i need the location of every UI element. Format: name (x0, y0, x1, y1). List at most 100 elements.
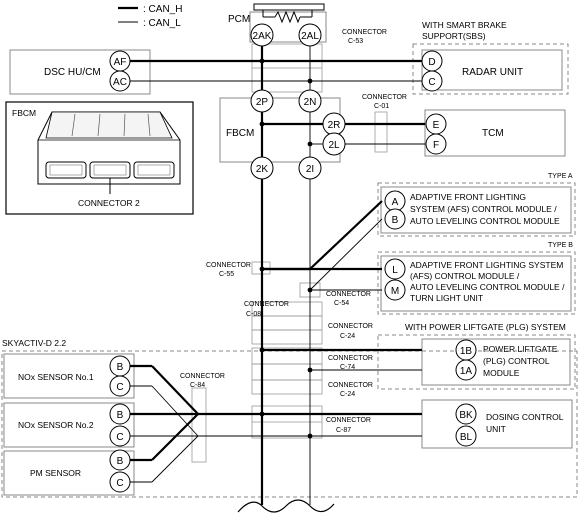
afs-a-line-3: AUTO LEVELING CONTROL MODULE (410, 216, 560, 226)
pin-pm-l: C (109, 471, 131, 493)
svg-text:E: E (433, 120, 440, 131)
svg-text:C: C (116, 432, 123, 443)
pin-dosing-l: BL (455, 425, 477, 447)
dosing-box (421, 399, 573, 449)
nox1-label: NOx SENSOR No.1 (18, 372, 94, 382)
plg-line-3: MODULE (483, 368, 520, 378)
sbs-label-2: SUPPORT(SBS) (422, 31, 486, 41)
pin-plg-l: 1A (455, 359, 477, 381)
svg-text:B: B (392, 215, 399, 226)
svg-text:D: D (428, 57, 435, 68)
c87-label-2: C-87 (336, 427, 351, 434)
svg-text:B: B (117, 456, 124, 467)
afs-b-line-2: (AFS) CONTROL MODULE / (410, 271, 520, 281)
c53-label-1: CONNECTOR (342, 29, 387, 36)
dosing-line-2: UNIT (486, 424, 506, 434)
svg-text:1A: 1A (460, 366, 473, 377)
pin-pcm-l: 2AL (298, 23, 322, 47)
fbcm-box (219, 97, 341, 163)
plg-line-2: (PLG) CONTROL (483, 356, 550, 366)
afs-b-line-3: AUTO LEVELING CONTROL MODULE / (410, 282, 565, 292)
svg-text:BK: BK (459, 410, 473, 421)
sbs-label-1: WITH SMART BRAKE (422, 20, 507, 30)
plg-group (377, 334, 576, 390)
legend-can-l: : CAN_L (143, 18, 181, 29)
fbcm-label: FBCM (226, 128, 254, 139)
svg-text:B: B (117, 362, 124, 373)
svg-text:2AL: 2AL (301, 31, 319, 42)
pin-fbcm-2k: 2K (250, 156, 274, 180)
pin-tcm-h: E (425, 113, 447, 135)
plg-group-label: WITH POWER LIFTGATE (PLG) SYSTEM (405, 322, 566, 332)
c54-label-2: C-54 (334, 300, 349, 307)
pin-nox2-l: C (109, 425, 131, 447)
c53-label-2: C-53 (348, 38, 363, 45)
c55-label-2: C-55 (219, 271, 234, 278)
c01-label-1: CONNECTOR (362, 94, 407, 101)
type-b-group (377, 251, 576, 315)
svg-text:2K: 2K (256, 164, 269, 175)
c54-label-1: CONNECTOR (326, 291, 371, 298)
legend: : CAN_H : CAN_L (118, 4, 182, 29)
pin-fbcm-2i: 2I (298, 156, 322, 180)
c74-label-1: CONNECTOR (328, 355, 373, 362)
c84-label-1: CONNECTOR (180, 373, 225, 380)
c87-label-1: CONNECTOR (326, 417, 371, 424)
type-a-label: TYPE A (548, 173, 573, 180)
svg-text:BL: BL (460, 432, 473, 443)
type-a-group (377, 182, 576, 237)
pm-label: PM SENSOR (30, 468, 81, 478)
pin-nox1-l: C (109, 375, 131, 397)
c08-label-2: C-08 (246, 311, 261, 318)
c24a-label-2: C-24 (340, 333, 355, 340)
type-b-label: TYPE B (548, 242, 573, 249)
svg-text:L: L (392, 265, 398, 276)
pin-afs-a-h: A (384, 190, 406, 212)
skyactiv-label: SKYACTIV-D 2.2 (2, 338, 66, 348)
can-l-wires (130, 46, 425, 505)
afs-b-line-1: ADAPTIVE FRONT LIGHTING SYSTEM (410, 260, 563, 270)
pcm-label: PCM (228, 14, 250, 25)
svg-text:2AK: 2AK (253, 31, 272, 42)
c24b-label-1: CONNECTOR (328, 382, 373, 389)
c55-label-1: CONNECTOR (206, 262, 251, 269)
svg-text:C: C (116, 382, 123, 393)
radar-box (421, 49, 563, 91)
afs-b-box (380, 255, 572, 312)
pin-afs-a-l: B (384, 208, 406, 230)
can-h-wires (130, 46, 425, 505)
plg-box (421, 338, 571, 386)
pin-fbcm-2n: 2N (298, 89, 322, 113)
sbs-group (412, 43, 569, 95)
terminating-resistor-icon (253, 3, 325, 24)
svg-text:2L: 2L (328, 140, 340, 151)
afs-a-line-1: ADAPTIVE FRONT LIGHTING (410, 192, 526, 202)
pin-dsc-h: AF (109, 50, 131, 72)
junction-dots (259, 58, 313, 439)
svg-text:1B: 1B (460, 346, 473, 357)
c08-label-1: CONNECTOR (244, 301, 289, 308)
connector-outlines (191, 43, 388, 463)
c24a-label-1: CONNECTOR (328, 323, 373, 330)
pin-afs-b-l: M (384, 279, 406, 301)
afs-a-box (380, 186, 572, 234)
continuation-break-icon (237, 499, 335, 513)
dsc-label: DSC HU/CM (44, 67, 101, 78)
pin-dosing-h: BK (455, 403, 477, 425)
plg-line-1: POWER LIFTGATE (483, 344, 558, 354)
tcm-label: TCM (482, 128, 504, 139)
svg-text:F: F (433, 140, 439, 151)
tcm-box (424, 109, 566, 157)
svg-text:B: B (117, 410, 124, 421)
pin-pcm-h: 2AK (250, 23, 274, 47)
dosing-line-1: DOSING CONTROL (486, 412, 564, 422)
svg-text:2N: 2N (304, 97, 317, 108)
svg-text:A: A (392, 197, 399, 208)
afs-b-line-4: TURN LIGHT UNIT (410, 293, 483, 303)
pin-nox2-h: B (109, 403, 131, 425)
pin-plg-h: 1B (455, 339, 477, 361)
pin-afs-b-h: L (384, 258, 406, 280)
svg-text:AC: AC (113, 77, 127, 88)
pin-nox1-h: B (109, 355, 131, 377)
fbcm-module-icon (37, 111, 181, 185)
